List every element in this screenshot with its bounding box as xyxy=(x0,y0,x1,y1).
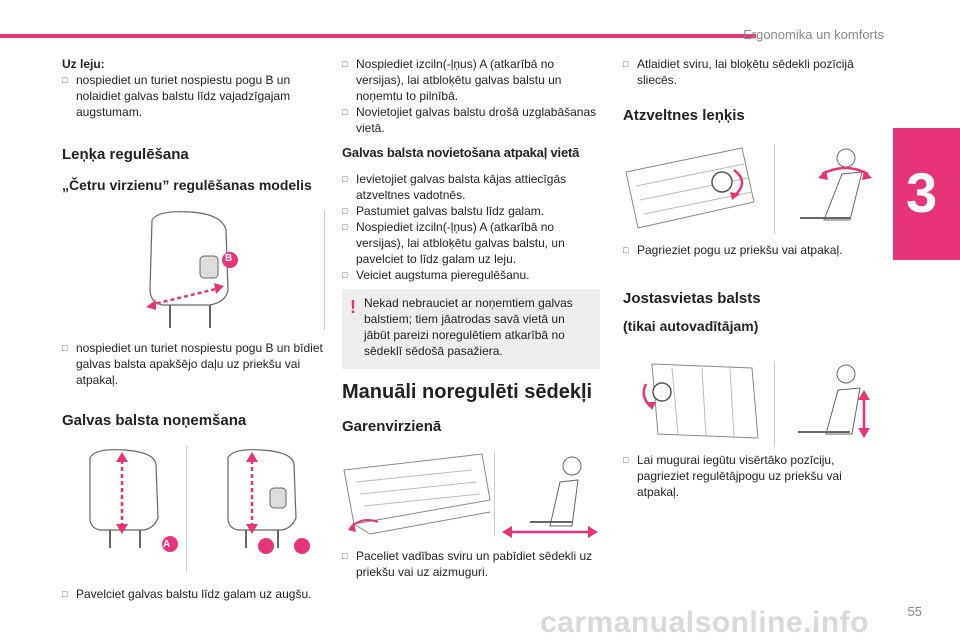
seat-person-slide-figure xyxy=(502,456,598,538)
headrest-remove-figure-2 xyxy=(227,449,310,554)
bullet-text: Veiciet augstuma pieregulēšanu. xyxy=(342,267,600,283)
bullet-text: Nospiediet izciln(-ļņus) A (atkarībā no … xyxy=(342,219,600,267)
watermark: carmanualsonline.info xyxy=(540,606,869,639)
headrest-remove-figure-1 xyxy=(89,449,178,552)
recline-knob-figure xyxy=(625,147,755,229)
heading-manual-seats: Manuāli noregulēti sēdekļi xyxy=(342,381,593,403)
bullet-text: Atlaidiet sviru, lai bloķētu sēdekli poz… xyxy=(623,56,873,88)
lumbar-person-figure xyxy=(798,364,870,438)
column-3-c: Lai mugurai iegūtu visērtāko pozīciju, p… xyxy=(623,452,873,500)
headrest-tilt-figure xyxy=(146,211,238,328)
divider xyxy=(774,144,775,234)
bullet-text: Pavelciet galvas balstu līdz galam uz au… xyxy=(62,586,332,602)
bullet-text: Ievietojiet galvas balsta kājas attiecīg… xyxy=(342,171,600,203)
header-accent-bar xyxy=(0,34,756,38)
divider xyxy=(324,210,325,330)
bullet-text: nospiediet un turiet nospiestu pogu B un… xyxy=(62,340,324,388)
column-2-c: Paceliet vadības sviru un pabīdiet sēdek… xyxy=(342,548,600,580)
bullet-text: Nospiediet izciln(-ļņus) A (atkarībā no … xyxy=(342,56,600,104)
bullet-text: Pastumiet galvas balstu līdz galam. xyxy=(342,203,600,219)
bullet-text: Lai mugurai iegūtu visērtāko pozīciju, p… xyxy=(623,452,873,500)
seat-slide-figure xyxy=(343,453,491,535)
chapter-number: 3 xyxy=(906,161,938,224)
chapter-tab xyxy=(893,128,960,260)
divider xyxy=(186,446,187,572)
page-number: 55 xyxy=(907,604,922,619)
bullet-text: Novietojiet galvas balstu drošā uzglabāš… xyxy=(342,104,600,136)
heading-remove: Galvas balsta noņemšana xyxy=(62,412,247,429)
warning-box: ! Nekad nebrauciet ar noņemtiem galvas b… xyxy=(342,289,600,369)
heading-four-way: „Četru virzienu” regulēšanas modelis xyxy=(62,177,312,193)
bullet-text: Pagrieziet pogu uz priekšu vai atpakaļ. xyxy=(623,242,873,258)
subhead-down: Uz leju: xyxy=(62,57,105,71)
divider xyxy=(494,452,495,536)
lumbar-knob-figure xyxy=(642,363,759,439)
section-title: Ergonomika un komforts xyxy=(743,27,884,42)
heading-put-back: Galvas balsta novietošana atpakaļ vietā xyxy=(342,145,580,160)
warning-icon: ! xyxy=(350,297,356,317)
heading-longitudinal: Garenvirzienā xyxy=(342,418,442,435)
bullet-text: nospiediet un turiet nospiestu pogu B un… xyxy=(62,72,324,120)
column-1-c: Pavelciet galvas balstu līdz galam uz au… xyxy=(62,586,332,602)
label-b: B xyxy=(225,253,233,264)
column-2-b: Ievietojiet galvas balsta kājas attiecīg… xyxy=(342,171,600,283)
label-a: A xyxy=(163,539,171,550)
heading-lumbar: Jostasvietas balsts xyxy=(623,290,761,307)
column-3: Atlaidiet sviru, lai bloķētu sēdekli poz… xyxy=(623,56,873,88)
warning-text: Nekad nebrauciet ar noņemtiem galvas bal… xyxy=(364,296,573,358)
bullet-text: Paceliet vadības sviru un pabīdiet sēdek… xyxy=(342,548,600,580)
recline-person-figure xyxy=(800,148,872,221)
column-3-b: Pagrieziet pogu uz priekšu vai atpakaļ. xyxy=(623,242,873,258)
column-1-b: nospiediet un turiet nospiestu pogu B un… xyxy=(62,340,324,388)
column-2: Nospiediet izciln(-ļņus) A (atkarībā no … xyxy=(342,56,600,136)
column-1: Uz leju: nospiediet un turiet nospiestu … xyxy=(62,56,324,120)
divider xyxy=(774,362,775,446)
heading-recline: Atzveltnes leņķis xyxy=(623,107,745,124)
heading-driver-only: (tikai autovadītājam) xyxy=(623,318,759,334)
heading-angle: Leņķa regulēšana xyxy=(62,146,189,163)
